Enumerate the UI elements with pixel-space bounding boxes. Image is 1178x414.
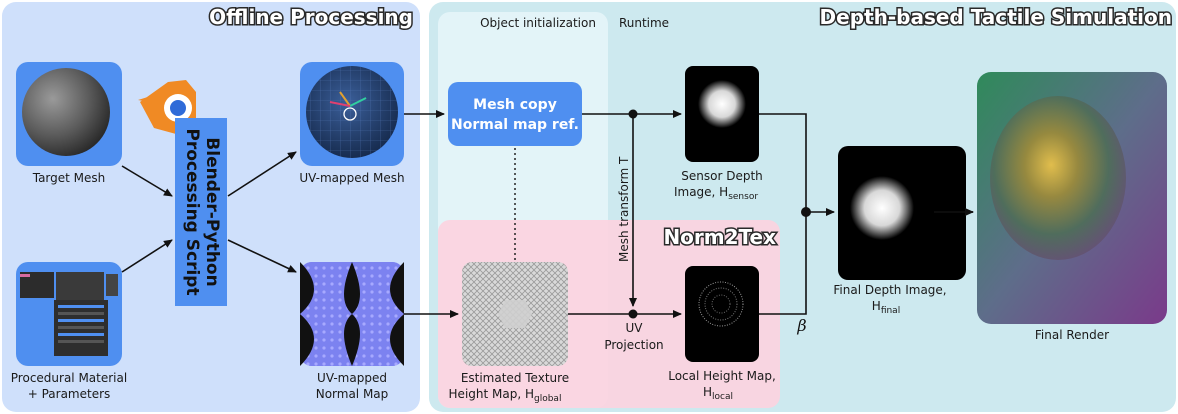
tactile-title: Depth-based Tactile Simulation: [820, 5, 1172, 29]
mesh-copy-box: [448, 82, 582, 146]
svg-text:Blender-Python: Blender-Python: [202, 137, 222, 286]
sensor-label-1: Sensor Depth: [681, 169, 763, 183]
processing-script-label: Blender-Python Processing Script: [182, 128, 222, 295]
procedural-material-label-1: Procedural Material: [11, 371, 127, 385]
uv-normal-label-2: Normal Map: [316, 387, 389, 401]
sensor-label-2: Image, Hsensor: [674, 185, 758, 202]
local-label-2: Hlocal: [703, 385, 733, 402]
uv-normal-label-1: UV-mapped: [317, 371, 387, 385]
gizmo-icon: [329, 91, 367, 121]
offline-title: Offline Processing: [209, 5, 413, 29]
runtime-label: Runtime: [619, 16, 669, 30]
junction-dot: [801, 207, 811, 217]
junction-dot: [628, 309, 638, 319]
object-init-label: Object initialization: [480, 16, 596, 30]
uv-projection-label-1: UV: [626, 321, 644, 335]
uv-projection-label-2: Projection: [604, 338, 663, 352]
texture-label-1: Estimated Texture: [461, 371, 569, 385]
mesh-copy-label-1: Mesh copy: [473, 97, 557, 113]
texture-label-2: Height Map, Hglobal: [449, 387, 562, 404]
norm2tex-title: Norm2Tex: [663, 225, 776, 249]
mesh-copy-label-2: Normal map ref.: [451, 117, 579, 133]
junction-dot: [628, 109, 638, 119]
uv-mesh-label: UV-mapped Mesh: [299, 171, 404, 185]
mesh-transform-label: Mesh transform T: [617, 156, 631, 262]
final-render-label: Final Render: [1035, 328, 1109, 342]
blender-ui-thumbnail: [20, 272, 118, 356]
beta-label: β: [796, 316, 806, 335]
final-depth-label-1: Final Depth Image,: [833, 283, 946, 297]
procedural-material-label-2: + Parameters: [28, 387, 111, 401]
local-height-image: [685, 266, 759, 362]
target-mesh-label: Target Mesh: [32, 171, 106, 185]
grey-sphere-image: [22, 68, 110, 156]
local-label-1: Local Height Map,: [668, 369, 776, 383]
normal-map-image: [300, 262, 404, 366]
final-depth-label-2: Hfinal: [872, 299, 900, 316]
processing-script-box: [175, 118, 227, 306]
svg-text:Processing Script: Processing Script: [182, 128, 202, 295]
